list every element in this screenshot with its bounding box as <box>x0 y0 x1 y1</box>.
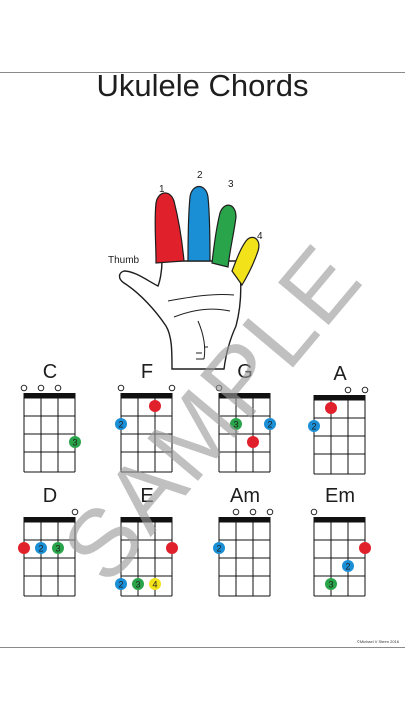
open-string-marker <box>168 384 176 392</box>
finger-3-shape <box>211 204 237 268</box>
finger-4-shape <box>231 236 260 287</box>
chord-name: D <box>42 485 58 507</box>
finger-4-number: 4 <box>257 231 263 242</box>
finger-dot-label: 2 <box>216 544 221 554</box>
finger-1-number: 1 <box>159 184 165 195</box>
open-string-marker <box>266 508 274 516</box>
finger-dot <box>308 420 320 432</box>
open-string-marker <box>310 508 318 516</box>
finger-dot-label: 2 <box>118 420 123 430</box>
finger-dot-label: 4 <box>152 580 157 590</box>
fretboard: 2 3 4 <box>115 517 178 597</box>
nut <box>121 393 172 398</box>
finger-dot-label: 2 <box>267 420 272 430</box>
chord-am: Am 2 <box>210 485 280 605</box>
finger-dot <box>69 436 81 448</box>
finger-dot <box>342 560 354 572</box>
finger-dot-label: 2 <box>118 580 123 590</box>
finger-dot <box>115 578 127 590</box>
open-string-marker <box>37 384 45 392</box>
finger-dot-label: 2 <box>38 544 43 554</box>
poster-title: Ukulele Chords <box>96 72 309 103</box>
chord-name: Am <box>230 485 260 507</box>
open-string-marker <box>344 386 352 394</box>
finger-dot <box>325 402 337 414</box>
finger-dot-label: 2 <box>345 562 350 572</box>
nut <box>121 517 172 522</box>
finger-3-number: 3 <box>228 179 234 190</box>
open-string-marker <box>232 508 240 516</box>
chord-name: Em <box>325 485 355 507</box>
nut <box>219 393 270 398</box>
copyright-notice: ©Michael V Steen 2016 <box>356 639 399 644</box>
chord-e: E 2 3 4 <box>112 485 182 605</box>
nut <box>24 517 75 522</box>
nut <box>314 395 365 400</box>
open-string-marker <box>361 386 369 394</box>
hand-diagram: 1 2 3 4 Thumb <box>108 170 263 370</box>
chord-name: G <box>237 361 253 383</box>
finger-dot-label: 3 <box>233 420 238 430</box>
thumb-label: Thumb <box>108 255 140 266</box>
finger-dot <box>325 578 337 590</box>
finger-dot-label: 3 <box>328 580 333 590</box>
chord-name: E <box>140 485 154 507</box>
finger-1-shape <box>154 192 185 264</box>
finger-dot-label: 3 <box>55 544 60 554</box>
finger-dot-label: 3 <box>135 580 140 590</box>
finger-dot <box>35 542 47 554</box>
finger-dot <box>132 578 144 590</box>
finger-2-number: 2 <box>197 170 203 181</box>
open-string-marker <box>249 508 257 516</box>
open-string-marker <box>215 384 223 392</box>
chord-name: A <box>333 363 347 385</box>
fretboard: 2 <box>115 384 176 473</box>
finger-dot <box>149 578 161 590</box>
open-string-marker <box>20 384 28 392</box>
open-string-marker <box>117 384 125 392</box>
finger-dot <box>166 542 178 554</box>
finger-dot <box>52 542 64 554</box>
chord-name: F <box>140 361 154 383</box>
fretboard: 3 <box>20 384 81 473</box>
nut <box>24 393 75 398</box>
open-string-marker <box>54 384 62 392</box>
finger-dot <box>247 436 259 448</box>
nut <box>314 517 365 522</box>
fretboard: 23 <box>310 508 371 597</box>
finger-dot <box>213 542 225 554</box>
nut <box>219 517 270 522</box>
finger-dot-label: 2 <box>311 422 316 432</box>
finger-dot <box>115 418 127 430</box>
finger-dot <box>264 418 276 430</box>
finger-dot <box>149 400 161 412</box>
chord-name: C <box>42 361 58 383</box>
fretboard: 2 <box>213 508 274 597</box>
open-string-marker <box>71 508 79 516</box>
fretboard: 2 <box>308 386 369 475</box>
finger-dot <box>230 418 242 430</box>
finger-dot <box>18 542 30 554</box>
finger-dot <box>359 542 371 554</box>
finger-2-shape <box>187 185 211 262</box>
finger-dot-label: 3 <box>72 438 77 448</box>
